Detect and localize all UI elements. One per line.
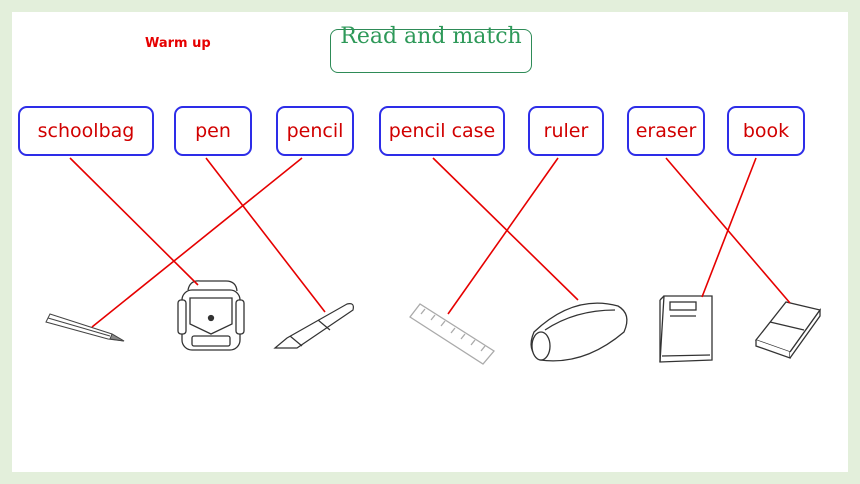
word-card-eraser[interactable]: eraser (627, 106, 705, 156)
instruction-box (330, 29, 532, 73)
picture-schoolbag[interactable] (177, 280, 245, 351)
picture-pencil[interactable] (45, 313, 125, 342)
match-line-ruler (447, 157, 559, 315)
match-line-pen (205, 157, 326, 313)
match-line-pencil (91, 157, 303, 328)
slide (12, 12, 848, 472)
word-card-ruler[interactable]: ruler (528, 106, 604, 156)
word-card-pencil[interactable]: pencil (276, 106, 354, 156)
instruction-title: Read and match (340, 24, 522, 49)
picture-eraser[interactable] (754, 301, 822, 359)
word-card-pencil-case[interactable]: pencil case (379, 106, 505, 156)
word-card-pen[interactable]: pen (174, 106, 252, 156)
match-line-pencil-case (432, 157, 579, 301)
match-line-schoolbag (69, 157, 199, 286)
picture-ruler[interactable] (409, 303, 495, 365)
word-card-schoolbag[interactable]: schoolbag (18, 106, 154, 156)
match-line-book (701, 157, 757, 298)
picture-pen[interactable] (273, 303, 354, 349)
picture-book[interactable] (659, 295, 713, 363)
warm-up-label: Warm up (145, 36, 211, 51)
word-card-book[interactable]: book (727, 106, 805, 156)
picture-pencil-case[interactable] (530, 302, 628, 362)
